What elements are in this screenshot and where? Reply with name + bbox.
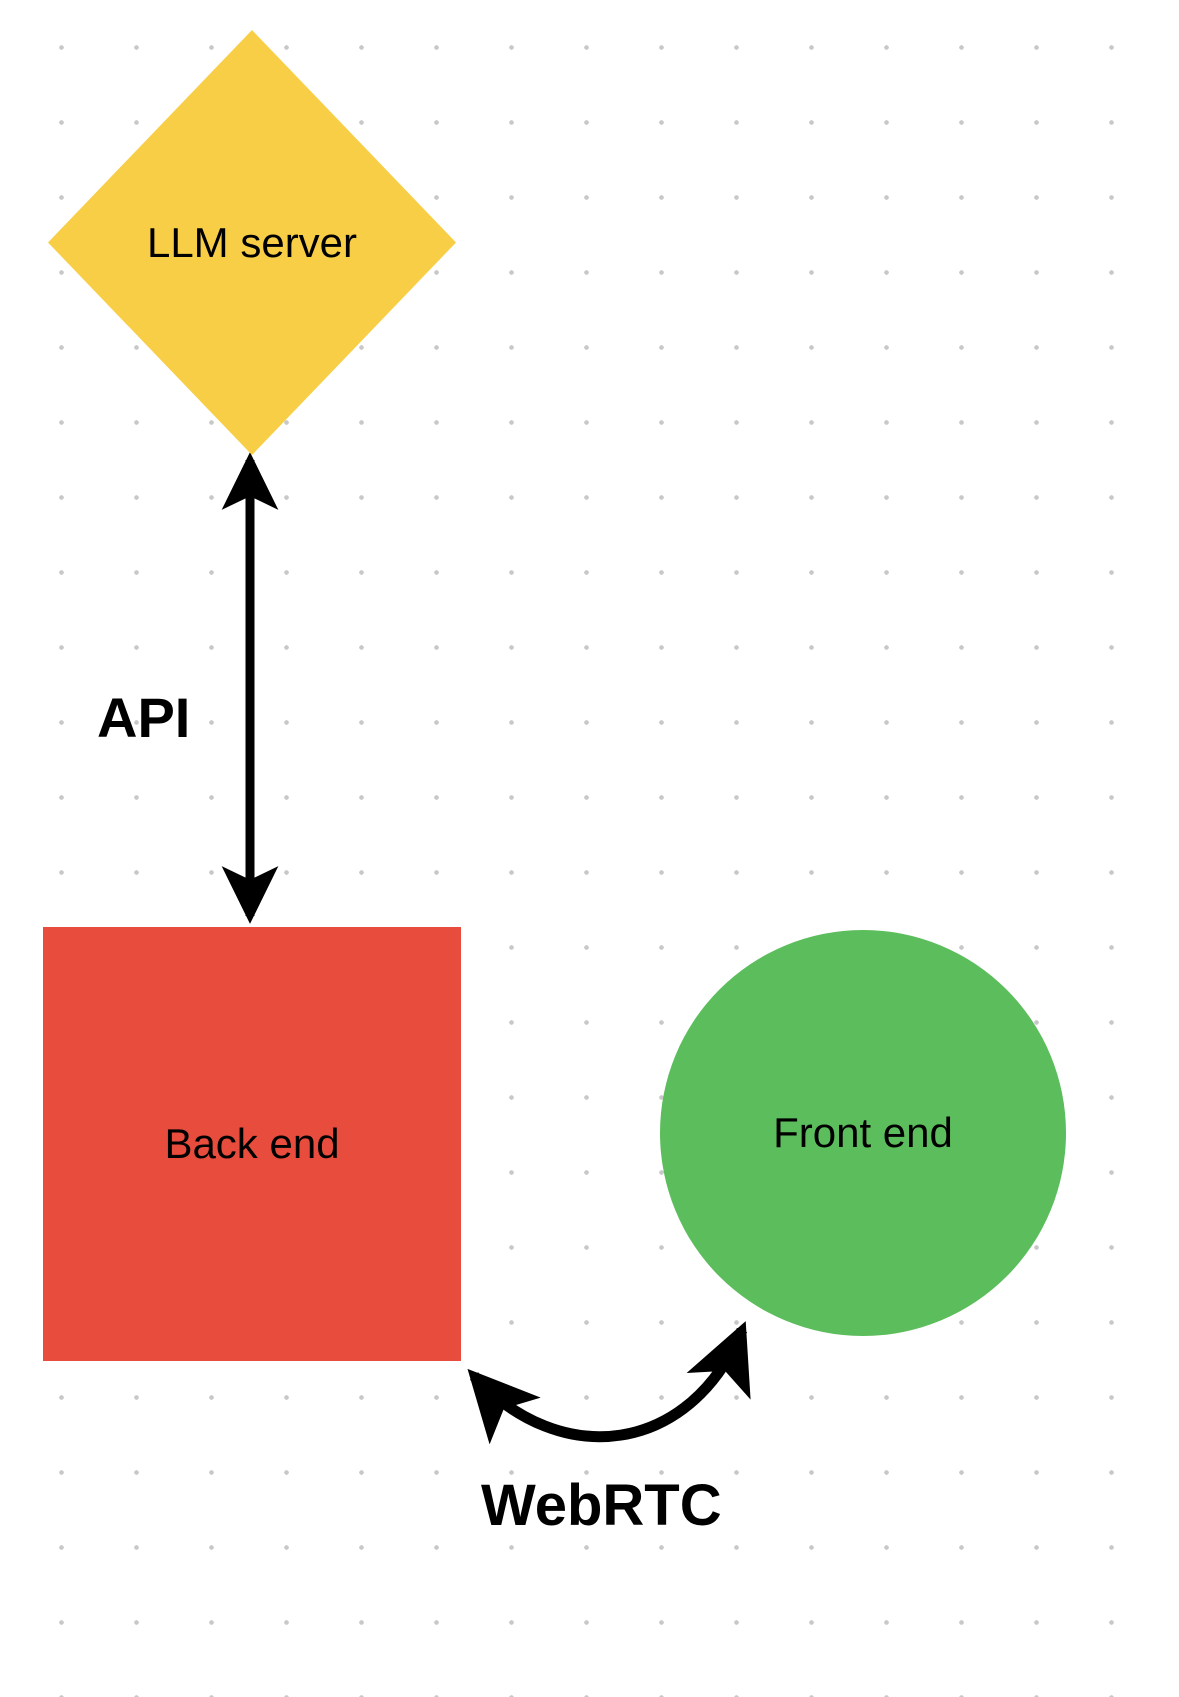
edge-webrtc bbox=[467, 1321, 751, 1445]
node-llm-server[interactable]: LLM server bbox=[48, 30, 456, 455]
edge-label-api: API bbox=[97, 686, 191, 749]
node-front-end[interactable]: Front end bbox=[660, 930, 1066, 1336]
circle-shape bbox=[660, 930, 1066, 1336]
node-label-back-end: Back end bbox=[164, 1120, 340, 1167]
node-label-front-end: Front end bbox=[773, 1109, 953, 1156]
node-back-end[interactable]: Back end bbox=[43, 927, 461, 1361]
edge-label-webrtc: WebRTC bbox=[481, 1473, 722, 1538]
webrtc-arrow-curve bbox=[467, 1321, 751, 1445]
square-shape bbox=[43, 927, 461, 1361]
node-label-llm-server: LLM server bbox=[146, 218, 358, 266]
